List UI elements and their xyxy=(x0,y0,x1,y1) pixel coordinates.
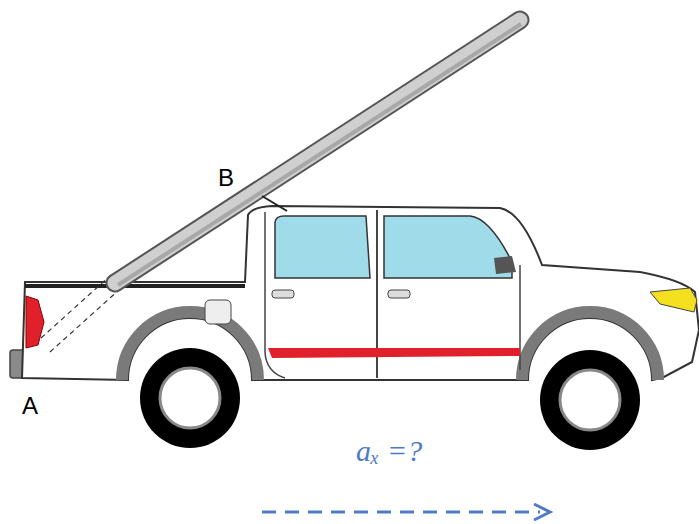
door-handle xyxy=(388,290,410,298)
side-stripe xyxy=(268,348,520,358)
contact-mark xyxy=(262,196,287,211)
headlight xyxy=(650,288,697,312)
point-label: B xyxy=(218,164,234,192)
pole-outline xyxy=(115,20,520,283)
pole-shade xyxy=(118,24,521,285)
rear-window xyxy=(275,216,370,278)
front-hub xyxy=(560,370,620,430)
tail-light xyxy=(26,296,44,348)
front-window xyxy=(384,216,512,278)
point-label: A xyxy=(22,392,38,420)
mirror xyxy=(494,256,516,274)
acceleration-label: aₓ =? xyxy=(356,434,422,468)
acceleration-arrow xyxy=(262,511,540,514)
door-handle xyxy=(272,290,294,298)
pole-hidden xyxy=(50,289,120,352)
bed-rail xyxy=(25,284,245,288)
pole xyxy=(115,20,520,283)
fuel-cap xyxy=(205,300,231,324)
arrow-head xyxy=(534,504,550,520)
rear-wheel xyxy=(140,348,240,448)
front-wheel xyxy=(540,350,640,450)
rear-hub xyxy=(160,368,220,428)
